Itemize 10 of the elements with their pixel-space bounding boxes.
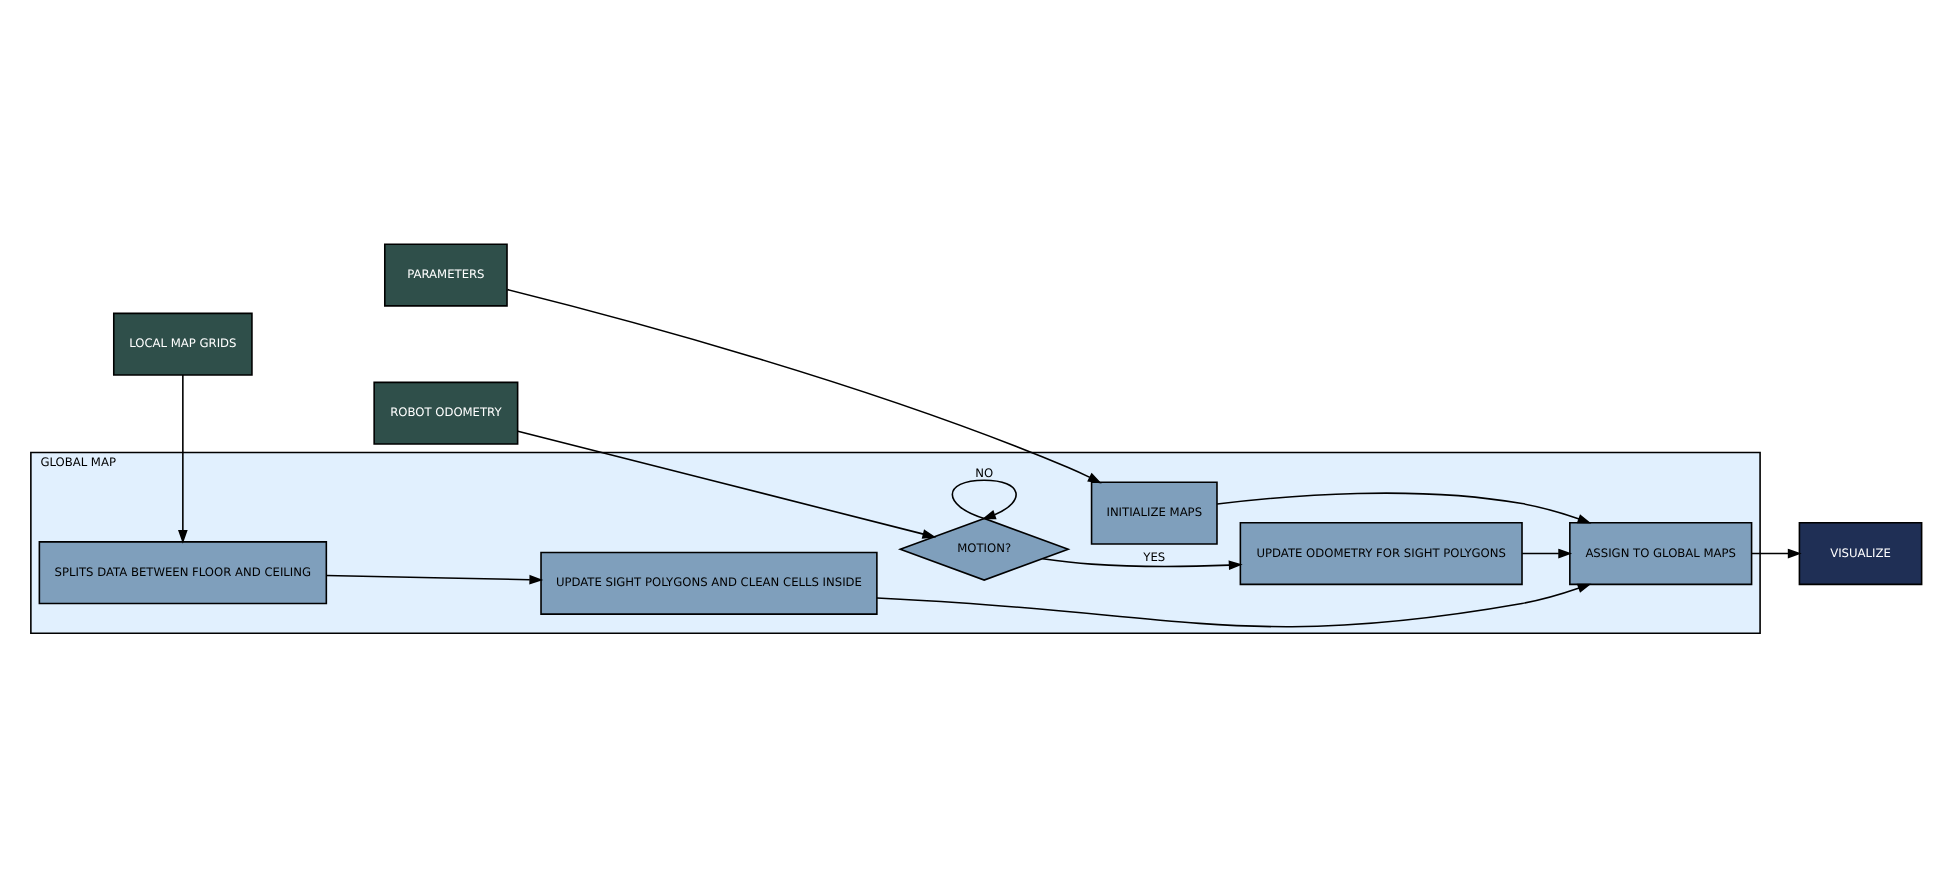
arrow <box>1041 557 1243 569</box>
arrow <box>951 478 1017 519</box>
arrow <box>1216 491 1592 523</box>
arrow <box>1521 547 1573 558</box>
arrow <box>325 573 544 584</box>
arrow <box>178 373 188 543</box>
arrow <box>517 429 937 538</box>
arrow <box>1750 547 1802 558</box>
arrow <box>506 287 1102 483</box>
arrow <box>876 582 1592 627</box>
